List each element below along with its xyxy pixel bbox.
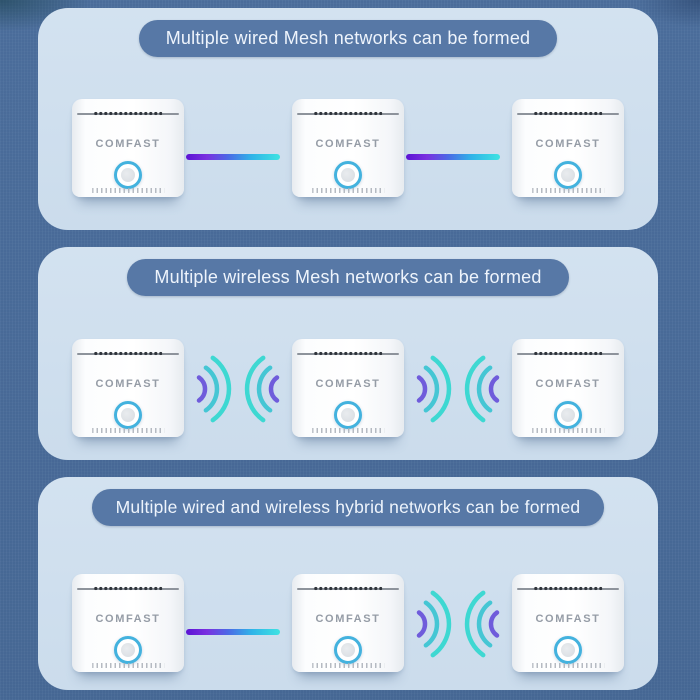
vent-holes — [93, 350, 163, 357]
ethernet-cable-link — [184, 629, 292, 635]
mesh-button-icon — [114, 636, 142, 664]
router-device: COMFAST — [512, 99, 624, 197]
panel-title: Multiple wireless Mesh networks can be f… — [154, 267, 542, 287]
mesh-button-icon — [554, 161, 582, 189]
device-row: COMFAST COMFAST — [38, 339, 658, 437]
panel-title: Multiple wired Mesh networks can be form… — [165, 28, 531, 48]
panel-wireless-mesh: Multiple wireless Mesh networks can be f… — [38, 247, 658, 460]
brand-logo: COMFAST — [315, 138, 381, 150]
panel-wired-mesh: Multiple wired Mesh networks can be form… — [38, 8, 658, 230]
bottom-vent — [92, 188, 164, 193]
bottom-vent — [92, 428, 164, 433]
bottom-vent — [532, 188, 604, 193]
vent-holes — [313, 350, 383, 357]
mesh-button-icon — [334, 161, 362, 189]
wifi-waves-right-icon — [196, 355, 232, 423]
brand-logo: COMFAST — [95, 378, 161, 390]
wifi-link — [184, 347, 292, 431]
mesh-button-icon — [554, 401, 582, 429]
wifi-waves-left-icon — [244, 355, 280, 423]
wifi-link — [404, 347, 512, 431]
vent-holes — [313, 110, 383, 117]
ethernet-cable-link — [404, 154, 512, 160]
device-row: COMFAST COMFAST — [38, 574, 658, 672]
brand-logo: COMFAST — [535, 613, 601, 625]
panel-hybrid-mesh: Multiple wired and wireless hybrid netwo… — [38, 477, 658, 690]
bottom-vent — [312, 663, 384, 668]
vent-holes — [313, 585, 383, 592]
router-device: COMFAST — [292, 574, 404, 672]
panel-title-pill: Multiple wired and wireless hybrid netwo… — [91, 489, 605, 526]
vent-holes — [533, 350, 603, 357]
brand-logo: COMFAST — [315, 613, 381, 625]
wifi-waves-left-icon — [464, 355, 500, 423]
panel-title-pill: Multiple wireless Mesh networks can be f… — [127, 259, 569, 296]
device-row: COMFAST COMFAST COMFAST — [38, 99, 658, 197]
mesh-button-icon — [334, 636, 362, 664]
router-device: COMFAST — [512, 574, 624, 672]
bottom-vent — [532, 428, 604, 433]
ethernet-cable-link — [184, 154, 292, 160]
brand-logo: COMFAST — [95, 138, 161, 150]
mesh-button-icon — [554, 636, 582, 664]
router-device: COMFAST — [72, 339, 184, 437]
router-device: COMFAST — [72, 99, 184, 197]
vent-holes — [533, 585, 603, 592]
vent-holes — [533, 110, 603, 117]
router-device: COMFAST — [72, 574, 184, 672]
vent-holes — [93, 110, 163, 117]
bottom-vent — [312, 188, 384, 193]
mesh-button-icon — [334, 401, 362, 429]
mesh-button-icon — [114, 401, 142, 429]
brand-logo: COMFAST — [95, 613, 161, 625]
wifi-waves-left-icon — [464, 590, 500, 658]
wifi-waves-right-icon — [416, 590, 452, 658]
router-device: COMFAST — [512, 339, 624, 437]
bottom-vent — [92, 663, 164, 668]
panel-title: Multiple wired and wireless hybrid netwo… — [115, 497, 581, 517]
mesh-button-icon — [114, 161, 142, 189]
brand-logo: COMFAST — [535, 138, 601, 150]
bottom-vent — [532, 663, 604, 668]
router-device: COMFAST — [292, 339, 404, 437]
wifi-waves-right-icon — [416, 355, 452, 423]
wifi-link — [404, 582, 512, 666]
router-device: COMFAST — [292, 99, 404, 197]
vent-holes — [93, 585, 163, 592]
bottom-vent — [312, 428, 384, 433]
brand-logo: COMFAST — [535, 378, 601, 390]
panel-title-pill: Multiple wired Mesh networks can be form… — [138, 20, 558, 57]
brand-logo: COMFAST — [315, 378, 381, 390]
